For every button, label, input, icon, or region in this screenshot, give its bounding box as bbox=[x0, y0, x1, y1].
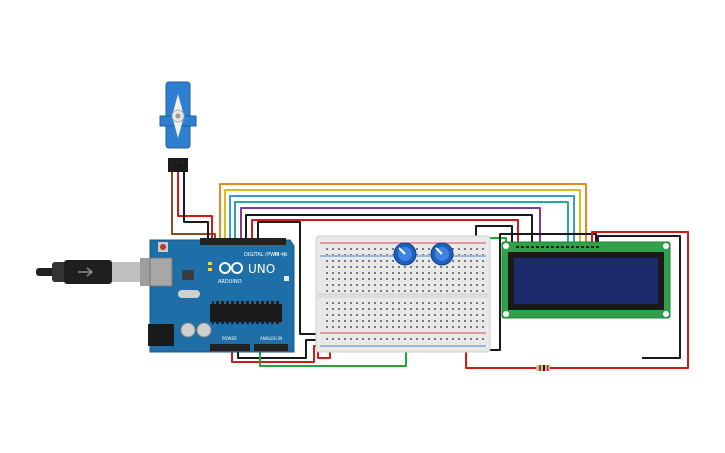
wire-purple-d8[interactable] bbox=[240, 207, 541, 244]
wire-blue-d10[interactable] bbox=[229, 195, 575, 244]
arduino-tx-label: TX bbox=[273, 252, 279, 257]
wire-black-bottom[interactable] bbox=[237, 339, 330, 359]
wire-black-servo-gnd[interactable] bbox=[257, 221, 330, 335]
potentiometer-icon[interactable] bbox=[430, 242, 454, 266]
wire-teal-d9[interactable] bbox=[234, 201, 569, 244]
wire-red-5v-top[interactable] bbox=[251, 219, 519, 244]
wire-red-right[interactable] bbox=[465, 231, 689, 369]
wire-red-servo[interactable] bbox=[177, 172, 213, 240]
wire-black-far-right[interactable] bbox=[597, 235, 681, 359]
arduino-maker-label: ARDUINO bbox=[218, 279, 242, 285]
arduino-logo bbox=[219, 262, 243, 274]
lcd-display-icon[interactable] bbox=[501, 241, 671, 319]
wire-orange-d12[interactable] bbox=[219, 183, 587, 244]
potentiometer-icon[interactable] bbox=[393, 242, 417, 266]
arduino-power-label: POWER bbox=[222, 336, 237, 341]
arduino-brand-label: UNO bbox=[248, 262, 275, 276]
usb-cable-icon[interactable] bbox=[36, 258, 168, 286]
wire-brown-servo[interactable] bbox=[171, 172, 216, 240]
wire-yellow-d11[interactable] bbox=[224, 189, 581, 244]
arduino-digital-label: DIGITAL (PWM~) bbox=[244, 252, 286, 258]
arduino-analog-label: ANALOG IN bbox=[260, 336, 282, 341]
resistor-icon[interactable] bbox=[536, 365, 550, 371]
servo-motor-icon[interactable] bbox=[159, 81, 197, 172]
wire-black-servo-sig[interactable] bbox=[183, 172, 209, 240]
arduino-uno-board[interactable]: UNO ARDUINO DIGITAL (PWM~) TX RX POWER A… bbox=[148, 238, 295, 353]
arduino-rx-label: RX bbox=[282, 252, 288, 257]
wire-black-gnd[interactable] bbox=[245, 214, 533, 244]
